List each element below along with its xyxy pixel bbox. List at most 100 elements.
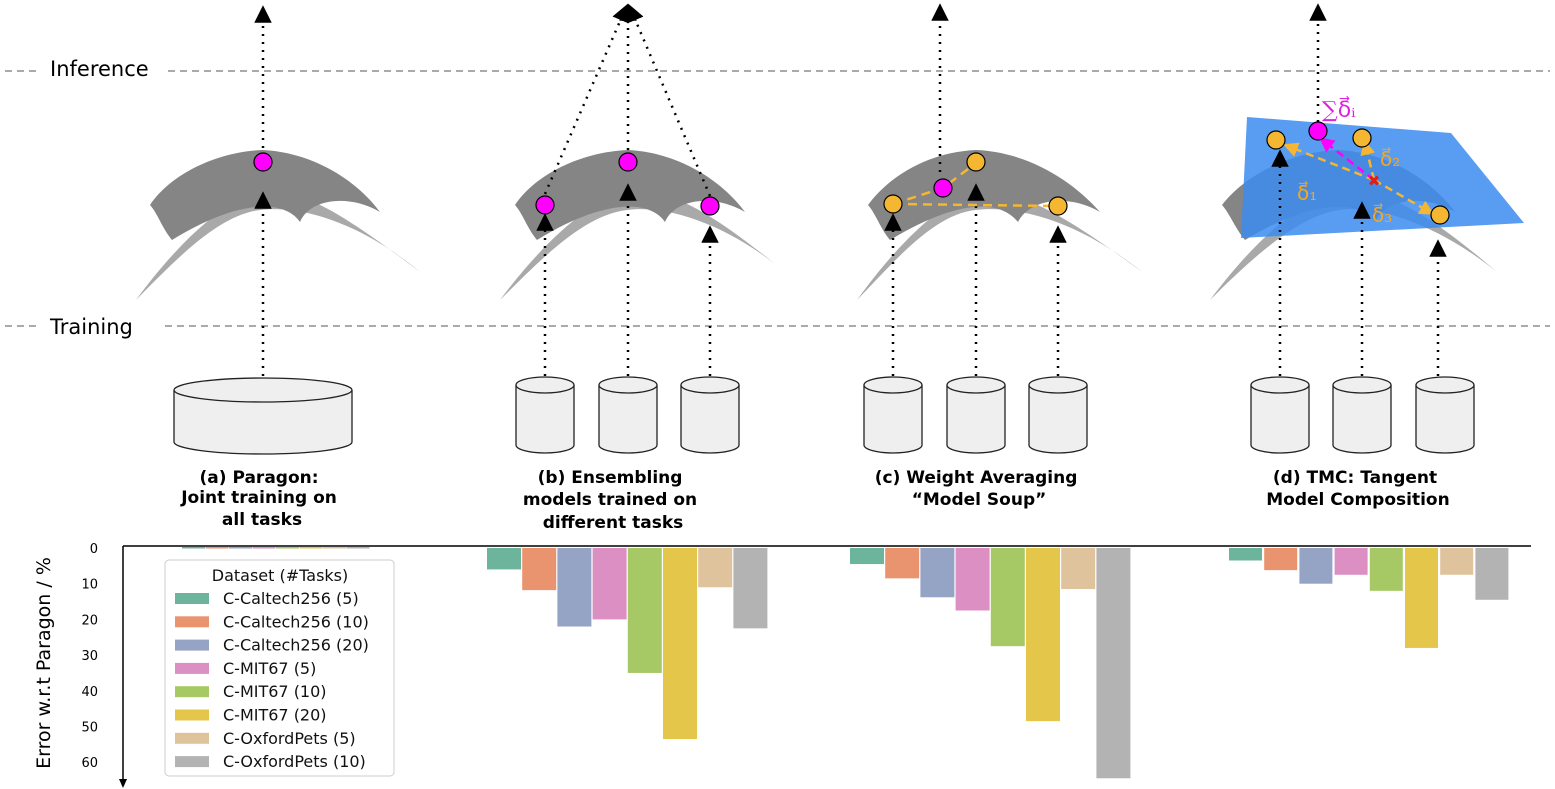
loss-surface xyxy=(857,150,1142,300)
y-tick-label: 40 xyxy=(81,685,98,700)
legend-label: C-OxfordPets (10) xyxy=(223,752,366,771)
inference-label: Inference xyxy=(50,57,149,81)
sum-delta-label: ∑δ⃗ᵢ xyxy=(1322,96,1356,123)
sum-vector xyxy=(1319,137,1375,181)
bar xyxy=(1026,548,1060,722)
panel-caption: (a) Paragon: Joint training on all tasks xyxy=(180,468,343,530)
legend-swatch xyxy=(175,686,209,698)
legend-title: Dataset (#Tasks) xyxy=(212,566,349,585)
bar xyxy=(955,548,990,611)
task-model-node xyxy=(1352,128,1372,148)
bar xyxy=(663,548,697,739)
averaged-model-node xyxy=(933,178,953,198)
bar xyxy=(885,548,920,579)
y-tick-label: 50 xyxy=(81,721,98,736)
task-model-node xyxy=(966,152,986,172)
y-axis-arrow-icon xyxy=(119,779,127,788)
training-label: Training xyxy=(49,315,133,339)
bar xyxy=(627,548,662,673)
model-node xyxy=(253,152,273,172)
bar xyxy=(850,548,884,565)
inference-arrow xyxy=(543,3,629,195)
task-model-node xyxy=(1430,205,1450,225)
panel-tmc: ✖ ∑δ⃗ᵢ δ⃗₁ δ⃗₂ δ⃗₃ (d) TMC: Tangent Mode… xyxy=(1210,3,1524,510)
dataset-cylinder xyxy=(863,376,923,454)
legend: Dataset (#Tasks) C-Caltech256 (5)C-Calte… xyxy=(164,559,395,777)
legend-label: C-Caltech256 (5) xyxy=(223,589,359,608)
task-model-node xyxy=(1048,196,1068,216)
legend-box xyxy=(164,559,395,777)
bar xyxy=(990,548,1025,647)
legend-label: C-MIT67 (20) xyxy=(223,706,327,725)
bar xyxy=(182,547,205,549)
panel-ensembling: (b) Ensembling models trained on differe… xyxy=(500,3,785,533)
bar xyxy=(920,548,955,598)
bar xyxy=(1229,548,1262,561)
legend-items: C-Caltech256 (5) C-Caltech256 (10) C-Calte… xyxy=(175,589,369,771)
panel-weight-averaging: (c) Weight Averaging “Model Soup” xyxy=(857,3,1142,510)
legend-label: C-Caltech256 (20) xyxy=(223,636,369,655)
legend-swatch xyxy=(175,709,209,721)
bar xyxy=(1264,548,1298,571)
bar xyxy=(299,547,323,549)
bar xyxy=(205,547,229,549)
legend-label: C-MIT67 (10) xyxy=(223,682,327,701)
legend-label: C-OxfordPets (5) xyxy=(223,729,356,748)
legend-swatch xyxy=(175,616,209,628)
model-node xyxy=(700,196,720,216)
bar xyxy=(1405,548,1438,648)
legend-swatch xyxy=(175,756,209,768)
bar xyxy=(323,547,346,549)
bar xyxy=(229,547,252,549)
dataset-cylinder xyxy=(680,376,740,454)
legend-swatch xyxy=(175,593,209,604)
delta-2-label: δ⃗₂ xyxy=(1380,146,1400,171)
bars xyxy=(182,547,1509,779)
model-node xyxy=(618,152,638,172)
bar xyxy=(346,547,370,549)
panel-caption: (c) Weight Averaging “Model Soup” xyxy=(875,468,1084,510)
y-tick-label: 0 xyxy=(90,542,98,557)
bar xyxy=(252,547,276,549)
dataset-cylinder xyxy=(946,376,1006,454)
loss-surface xyxy=(500,150,785,300)
bar xyxy=(1475,548,1509,600)
delta-1-vector xyxy=(1283,142,1375,182)
bar xyxy=(522,548,557,591)
bar xyxy=(1299,548,1333,584)
bar xyxy=(557,548,592,627)
bar xyxy=(487,548,521,570)
task-model-node xyxy=(1266,130,1286,150)
bar xyxy=(1096,548,1131,779)
panel-caption: (b) Ensembling models trained on differe… xyxy=(523,468,703,533)
y-tick-label: 10 xyxy=(81,578,98,593)
dataset-cylinder xyxy=(598,376,658,454)
loss-surface xyxy=(136,150,420,300)
delta-3-label: δ⃗₃ xyxy=(1372,202,1392,227)
composed-model-node xyxy=(1308,121,1328,141)
delta-3-vector xyxy=(1373,178,1435,215)
bar xyxy=(733,548,768,629)
bar xyxy=(1369,548,1403,591)
averaging-path xyxy=(892,202,1059,208)
y-tick-label: 60 xyxy=(81,756,98,771)
legend-label: C-MIT67 (5) xyxy=(223,659,316,678)
dataset-cylinder xyxy=(1250,376,1310,454)
y-axis-label: Error w.r.t Paragon / % xyxy=(33,557,55,769)
bar xyxy=(1440,548,1474,575)
legend-swatch xyxy=(175,732,209,744)
dataset-cylinder xyxy=(1332,376,1392,454)
legend-swatch xyxy=(175,639,209,651)
delta-2-vector xyxy=(1360,139,1376,181)
dataset-cylinder xyxy=(1415,376,1475,454)
bar xyxy=(698,548,733,588)
dataset-cylinder xyxy=(173,377,353,455)
dataset-cylinder xyxy=(515,376,575,454)
panel-paragon: (a) Paragon: Joint training on all tasks xyxy=(136,5,420,530)
legend-label: C-Caltech256 (10) xyxy=(223,612,369,631)
model-node xyxy=(535,195,555,215)
task-model-node xyxy=(883,194,903,214)
legend-swatch xyxy=(175,662,209,674)
